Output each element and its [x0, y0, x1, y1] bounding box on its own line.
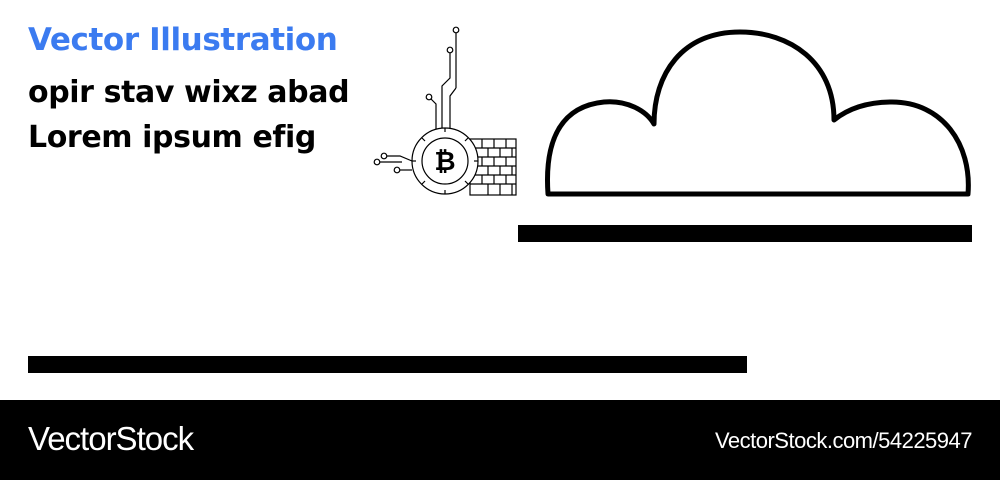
decorative-bar-left: [28, 356, 747, 373]
image-id-label: VectorStock.com/54225947: [714, 428, 973, 453]
body-text: opir stav wixz abad Lorem ipsum efig: [28, 75, 350, 155]
decorative-bar-right: [518, 225, 972, 242]
brick-stack-icon: [469, 138, 517, 196]
bitcoin-symbol: ₿: [434, 147, 455, 177]
title: Vector Illustration: [28, 22, 338, 58]
bitcoin-circuit-icon: ₿: [373, 26, 517, 196]
brand-logo[interactable]: VectorStock: [28, 420, 194, 457]
footer-bar: VectorStock VectorStock.com/54225947: [0, 400, 1000, 480]
cloud-outline-icon: [544, 29, 971, 197]
